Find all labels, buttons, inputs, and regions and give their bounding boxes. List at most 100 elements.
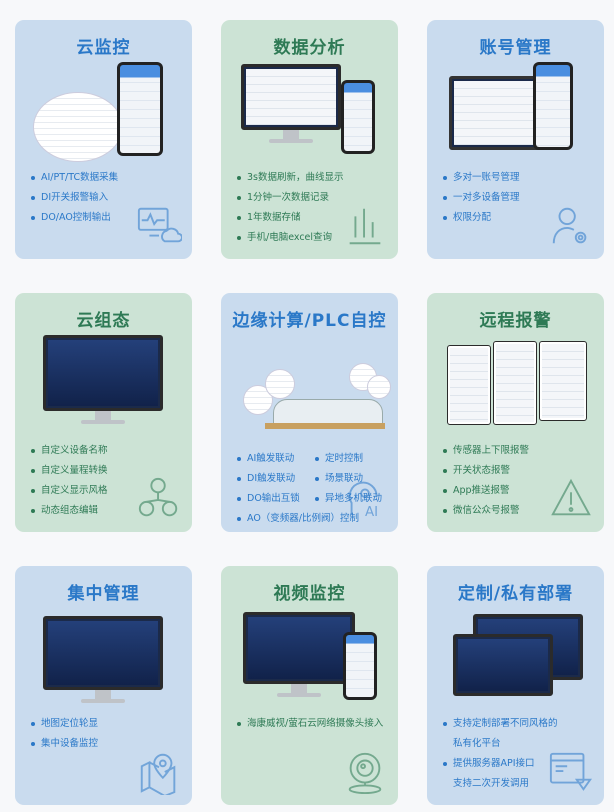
feature-item: 支持定制部署不同风格的 (443, 714, 596, 734)
bullet-icon (31, 742, 35, 746)
feature-item: 自定义显示风格 (31, 481, 184, 501)
cloud-network-icon (138, 477, 178, 517)
svg-text:AI: AI (365, 505, 378, 520)
phone-screenshot (533, 62, 573, 150)
monitor-screenshot (43, 616, 163, 690)
user-settings-icon (552, 207, 587, 244)
feature-item: 提供服务器API接口 (443, 754, 596, 774)
monitor-screenshot (43, 335, 163, 411)
feature-item: 异地多机联动 (315, 489, 395, 509)
bullet-icon (237, 196, 241, 200)
bullet-icon (443, 449, 447, 453)
feature-list: 地图定位轮显集中设备监控 (31, 714, 184, 754)
feature-item: 手机/电脑excel查询 (237, 228, 390, 248)
feature-item: 1年数据存储 (237, 208, 390, 228)
feature-item-text: DO/AO控制输出 (41, 212, 111, 223)
feature-item-text: App推送报警 (453, 485, 510, 496)
feature-item-text: 1分钟一次数据记录 (247, 192, 330, 203)
product-illustration (437, 335, 594, 435)
feature-list: 多对一账号管理一对多设备管理权限分配 (443, 168, 596, 228)
product-illustration (437, 608, 594, 708)
bullet-icon (443, 489, 447, 493)
feature-item: DI触发联动 (237, 469, 315, 489)
bullet-icon (443, 509, 447, 513)
bullet-icon (443, 176, 447, 180)
feature-item: AO（变频器/比例阀）控制 (237, 509, 395, 529)
product-illustration (25, 608, 182, 708)
card-title: 云监控 (76, 38, 131, 58)
bullet-icon (237, 457, 241, 461)
feature-item: 地图定位轮显 (31, 714, 184, 734)
bullet-icon (315, 477, 319, 481)
feature-item-text: 自定义量程转换 (41, 465, 108, 476)
bullet-icon (31, 176, 35, 180)
bullet-icon (31, 469, 35, 473)
feature-item: 海康威视/萤石云网络摄像头接入 (237, 714, 390, 734)
feature-item-text: 1年数据存储 (247, 212, 301, 223)
card-title: 视频监控 (273, 584, 346, 604)
feature-item-text: 微信公众号报警 (453, 505, 520, 516)
feature-item: 集中设备监控 (31, 734, 184, 754)
bullet-icon (443, 762, 447, 766)
feature-item-text: 定时控制 (325, 453, 364, 464)
feature-item: DO输出互锁 (237, 489, 315, 509)
feature-item: 定时控制 (315, 449, 395, 469)
product-illustration (25, 335, 182, 435)
product-illustration (231, 335, 391, 435)
feature-item-text: 集中设备监控 (41, 738, 99, 749)
feature-item-text: 动态组态编辑 (41, 505, 99, 516)
feature-item-text: 多对一账号管理 (453, 172, 520, 183)
feature-item-text: 支持定制部署不同风格的 (453, 718, 558, 729)
feature-item-text: 开关状态报警 (453, 465, 511, 476)
feature-item: 3s数据刷新，曲线显示 (237, 168, 390, 188)
feature-card-remote-alarm: 远程报警 传感器上下限报警开关状态报警 App推送报警微信公众号报警 (427, 293, 604, 532)
bullet-icon (31, 196, 35, 200)
feature-item: 传感器上下限报警 (443, 441, 596, 461)
bullet-icon (31, 489, 35, 493)
feature-list: 海康威视/萤石云网络摄像头接入 (237, 714, 390, 734)
feature-item: 一对多设备管理 (443, 188, 596, 208)
feature-item-text: DO输出互锁 (247, 493, 300, 504)
feature-card-cloud-scada: 云组态 自定义设备名称自定义量程转换自定义显示风格动态组态编辑 (15, 293, 192, 532)
feature-item-text: 提供服务器API接口 (453, 758, 535, 769)
feature-item: 多对一账号管理 (443, 168, 596, 188)
feature-card-custom-private-deployment: 定制/私有部署 支持定制部署不同风格的私有化平台提供服务器API接口支持二次开发… (427, 566, 604, 805)
feature-item: AI/PT/TC数据采集 (31, 168, 184, 188)
card-title: 远程报警 (479, 311, 552, 331)
phone-screenshot (341, 80, 375, 154)
feature-list: 支持定制部署不同风格的私有化平台提供服务器API接口支持二次开发调用 (443, 714, 596, 794)
monitor-screenshot (243, 612, 355, 684)
feature-item: App推送报警 (443, 481, 596, 501)
bullet-icon (237, 216, 241, 220)
card-title: 账号管理 (479, 38, 552, 58)
card-title: 定制/私有部署 (457, 584, 574, 604)
feature-card-cloud-monitoring: 云监控 AI/PT/TC数据采集 DI开关报警输入 DO/AO控制输出 (15, 20, 192, 259)
feature-item-text: 自定义显示风格 (41, 485, 108, 496)
feature-item-text: 海康威视/萤石云网络摄像头接入 (247, 718, 384, 729)
bar-chart-icon (349, 208, 381, 245)
bullet-icon (31, 216, 35, 220)
feature-item-text: 一对多设备管理 (453, 192, 520, 203)
monitor-cloud-icon (137, 207, 182, 243)
monitor-screenshot (241, 64, 341, 130)
bullet-icon (443, 722, 447, 726)
feature-item: 1分钟一次数据记录 (237, 188, 390, 208)
feature-item-continuation: 私有化平台 (453, 738, 501, 749)
feature-item: 自定义量程转换 (31, 461, 184, 481)
feature-item-text: 3s数据刷新，曲线显示 (247, 172, 344, 183)
feature-item-text: 地图定位轮显 (41, 718, 99, 729)
feature-item: 开关状态报警 (443, 461, 596, 481)
feature-item-text: 场景联动 (325, 473, 364, 484)
phone-screenshot (117, 62, 163, 156)
feature-item-text: AI触发联动 (247, 453, 295, 464)
feature-item-text: DI开关报警输入 (41, 192, 109, 203)
zoom-bubble (33, 92, 123, 162)
map-pin-icon (140, 753, 176, 795)
product-illustration (231, 62, 388, 162)
product-illustration (437, 62, 594, 162)
product-illustration (231, 608, 388, 708)
bullet-icon (237, 722, 241, 726)
bullet-icon (443, 469, 447, 473)
